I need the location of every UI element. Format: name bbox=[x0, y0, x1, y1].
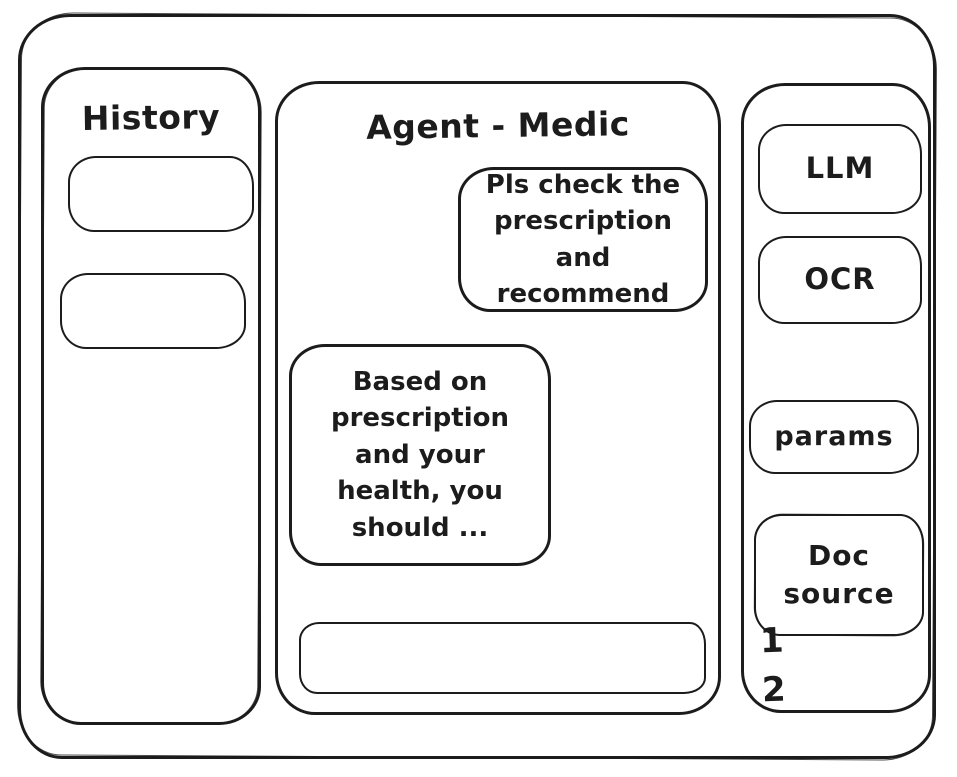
history-sidebar: History bbox=[41, 67, 261, 725]
doc-source-item-1[interactable]: 1 bbox=[759, 620, 785, 662]
history-item[interactable] bbox=[60, 273, 246, 349]
tools-sidebar: LLM OCR params Doc source 1 2 bbox=[741, 83, 931, 713]
params-button[interactable]: params bbox=[749, 400, 919, 474]
llm-button[interactable]: LLM bbox=[758, 124, 922, 214]
app-window: History Agent - Medic Pls check the pres… bbox=[18, 14, 936, 759]
chat-panel: Agent - Medic Pls check the prescription… bbox=[275, 81, 721, 715]
agent-message-bubble: Based on prescription and your health, y… bbox=[289, 344, 551, 566]
doc-source-item-2[interactable]: 2 bbox=[761, 669, 787, 711]
history-item[interactable] bbox=[68, 156, 254, 232]
chat-title: Agent - Medic bbox=[365, 104, 631, 147]
ocr-button[interactable]: OCR bbox=[758, 236, 922, 324]
user-message-bubble: Pls check the prescription and recommend bbox=[458, 167, 708, 312]
history-title: History bbox=[81, 97, 221, 138]
doc-source-button[interactable]: Doc source bbox=[754, 514, 924, 636]
message-input[interactable] bbox=[299, 622, 706, 694]
